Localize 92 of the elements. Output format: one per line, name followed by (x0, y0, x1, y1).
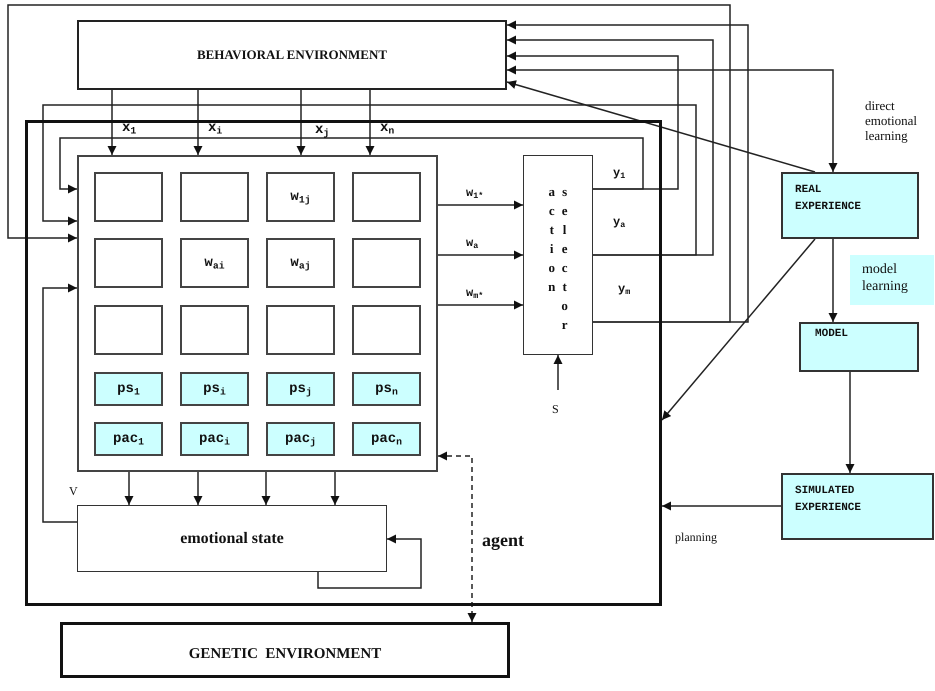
weight-label: w$_{ai}$ (204, 254, 225, 272)
weight-label: w$_{1j}$ (290, 188, 311, 206)
matrix-cell (180, 305, 249, 355)
weight-label: pac$_{i}$ (198, 430, 230, 448)
arrow (438, 300, 523, 310)
arrow (507, 52, 679, 190)
matrix-cell (94, 172, 163, 222)
edge-label: planning (675, 530, 717, 545)
arrow (42, 284, 77, 523)
selector-label: selector (561, 183, 568, 334)
weight-label: w$_{aj}$ (290, 254, 311, 272)
experience-box (799, 322, 919, 372)
edge-label: V (69, 484, 78, 499)
weight-label: ps$_{i}$ (203, 380, 226, 398)
arrow (330, 472, 340, 505)
arrow (194, 472, 202, 505)
matrix-cell (94, 372, 163, 406)
edge-label: w$_{a}$ (466, 236, 478, 252)
arrow (296, 90, 306, 155)
agent-frame (25, 120, 662, 606)
arrow (507, 36, 714, 256)
matrix-cell (94, 305, 163, 355)
box-title: emotional state (180, 530, 284, 548)
weight-label: ps$_{j}$ (289, 380, 312, 398)
arrow (507, 20, 749, 323)
box-title: GENETIC ENVIRONMENT (188, 646, 382, 662)
arrow (662, 502, 781, 510)
matrix-cell (94, 238, 163, 288)
arrow (506, 80, 816, 173)
matrix-cell (266, 305, 335, 355)
arrow (262, 472, 270, 505)
arrow (366, 90, 374, 155)
arrow (124, 472, 134, 505)
weight-label: ps$_{1}$ (117, 380, 140, 398)
arrow (661, 238, 816, 420)
matrix-cell (266, 372, 335, 406)
arrow (59, 137, 644, 194)
action-selector-box (523, 155, 593, 355)
matrix-cell (266, 238, 335, 288)
weight-label: pac$_{n}$ (370, 430, 402, 448)
arrow (317, 534, 422, 589)
weight-label: pac$_{1}$ (112, 430, 144, 448)
edge-label: S (552, 402, 559, 417)
edge-label: x$_{i}$ (208, 120, 222, 136)
box-title: MODEL (815, 328, 850, 340)
selector-label: action (548, 183, 556, 296)
matrix-cell (352, 305, 421, 355)
experience-box (781, 473, 934, 540)
arrow (108, 90, 116, 155)
matrix-cell (180, 422, 249, 456)
arrow (438, 452, 476, 622)
note-text: model learning (862, 261, 909, 295)
arrow (194, 90, 202, 155)
arrow (554, 355, 562, 390)
agent-label: agent (482, 530, 524, 551)
arrow (828, 239, 838, 322)
note-box (850, 255, 934, 305)
environment-box (77, 20, 507, 90)
matrix-cell (180, 372, 249, 406)
arrow (846, 372, 854, 473)
arrow (438, 250, 523, 260)
box-title: REAL EXPERIENCE (795, 183, 862, 215)
edge-label: y$_{1}$ (613, 166, 626, 182)
matrix-cell (352, 238, 421, 288)
edge-label: y$_{m}$ (618, 282, 630, 298)
matrix-cell (352, 172, 421, 222)
experience-box (781, 172, 919, 239)
box-title: SIMULATED EXPERIENCE (795, 484, 862, 516)
edge-label: w$_{1*}$ (466, 186, 484, 202)
matrix-cell (266, 172, 335, 222)
box-title: BEHAVIORAL ENVIRONMENT (196, 47, 388, 63)
arrow (7, 4, 731, 323)
arrow (438, 200, 523, 210)
weight-label: ps$_{n}$ (375, 380, 398, 398)
matrix-cell (94, 422, 163, 456)
matrix-cell (352, 422, 421, 456)
edge-label: y$_{a}$ (613, 215, 626, 230)
matrix-cell (180, 172, 249, 222)
edge-label: direct emotional learning (865, 98, 918, 143)
edge-label: x$_{j}$ (315, 122, 330, 138)
matrix-cell (266, 422, 335, 456)
weight-label: pac$_{j}$ (284, 430, 316, 448)
edge-label: x$_{1}$ (122, 120, 136, 136)
weight-matrix (77, 155, 438, 472)
matrix-cell (352, 372, 421, 406)
environment-box (60, 622, 510, 678)
arrow (42, 104, 697, 256)
matrix-cell (180, 238, 249, 288)
edge-label: w$_{m*}$ (466, 286, 484, 302)
edge-label: x$_{n}$ (380, 120, 394, 136)
state-box (77, 505, 387, 572)
arrow (507, 66, 838, 172)
